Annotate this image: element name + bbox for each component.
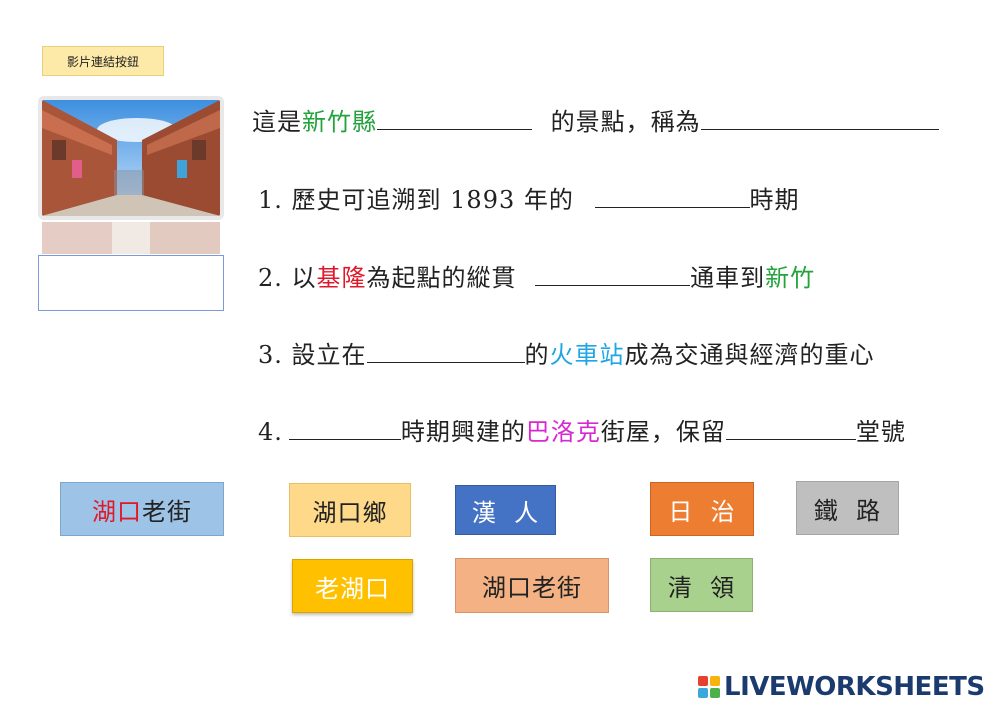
q2-start: 基隆	[316, 264, 367, 292]
tile-4-text: 鐵 路	[813, 496, 882, 525]
q3-suffix: 成為交通與經濟的重心	[624, 341, 875, 369]
answer-drop-box[interactable]	[38, 255, 224, 311]
q2-prefix: 2. 以	[258, 264, 317, 292]
blank-intro-2[interactable]	[700, 109, 939, 130]
blank-q2[interactable]	[535, 265, 691, 286]
intro-place: 新竹縣	[302, 108, 377, 136]
tile-7-text: 清 領	[667, 573, 736, 602]
question-3: 3. 設立在 的火車站成為交通與經濟的重心	[258, 335, 875, 370]
intro-line: 這是新竹縣 的景點，稱為	[252, 102, 939, 137]
question-1: 1. 歷史可追溯到 1893 年的 時期	[258, 180, 800, 215]
question-4: 4. 時期興建的巴洛克街屋，保留 堂號	[258, 412, 906, 447]
blank-q3[interactable]	[366, 342, 525, 363]
q3-prefix: 3. 設立在	[258, 341, 367, 369]
intro-prefix: 這是	[252, 108, 302, 136]
q1-suffix: 時期	[749, 186, 800, 214]
tile-5-text: 老湖口	[315, 574, 390, 603]
tile-0-red-text: 湖口	[92, 497, 142, 526]
blank-q1[interactable]	[594, 187, 750, 208]
liveworksheets-logo: LIVEWORKSHEETS	[698, 672, 985, 702]
q4-style: 巴洛克	[525, 418, 601, 446]
q2-middle: 為起點的縱貫	[366, 264, 517, 292]
q1-prefix: 1. 歷史可追溯到 1893 年的	[258, 186, 574, 214]
tile-qing-rule[interactable]: 清 領	[650, 558, 753, 612]
intro-middle: 的景點，稱為	[550, 108, 701, 136]
q4-prefix: 4.	[258, 418, 283, 446]
q3-the: 的	[524, 341, 550, 369]
q2-dest: 新竹	[765, 264, 816, 292]
tile-2-text: 漢 人	[471, 498, 540, 527]
q4-period: 時期興建的	[400, 418, 526, 446]
hukou-old-street-photo	[38, 96, 224, 220]
tile-1-text: 湖口鄉	[312, 498, 388, 527]
q2-to: 通車到	[690, 264, 766, 292]
tile-0-text: 老街	[142, 497, 192, 526]
tile-railway[interactable]: 鐵 路	[796, 481, 899, 535]
video-link-button-label: 影片連結按鈕	[66, 54, 139, 69]
tile-old-hukou[interactable]: 老湖口	[292, 559, 413, 613]
q4-suffix: 堂號	[855, 418, 906, 446]
tile-hukou-township[interactable]: 湖口鄉	[289, 483, 411, 537]
tile-hukou-old-street[interactable]: 湖口老街	[60, 482, 224, 536]
photo-reflection	[42, 222, 220, 254]
tile-3-text: 日 治	[668, 497, 736, 526]
blank-q4-1[interactable]	[288, 419, 401, 440]
tile-6-text: 湖口老街	[482, 574, 582, 602]
q3-station: 火車站	[549, 341, 625, 369]
tile-han-people[interactable]: 漢 人	[455, 485, 556, 535]
liveworksheets-logo-icon	[698, 676, 720, 698]
tile-japanese-rule[interactable]: 日 治	[650, 482, 754, 536]
tile-hukou-old-street-2[interactable]: 湖口老街	[455, 558, 609, 613]
q4-street: 街屋，保留	[600, 418, 726, 446]
question-2: 2. 以基隆為起點的縱貫 通車到新竹	[258, 258, 815, 293]
blank-q4-2[interactable]	[725, 419, 856, 440]
blank-intro-1[interactable]	[377, 109, 532, 130]
video-link-button[interactable]: 影片連結按鈕	[42, 46, 164, 76]
liveworksheets-logo-text: LIVEWORKSHEETS	[724, 672, 985, 702]
